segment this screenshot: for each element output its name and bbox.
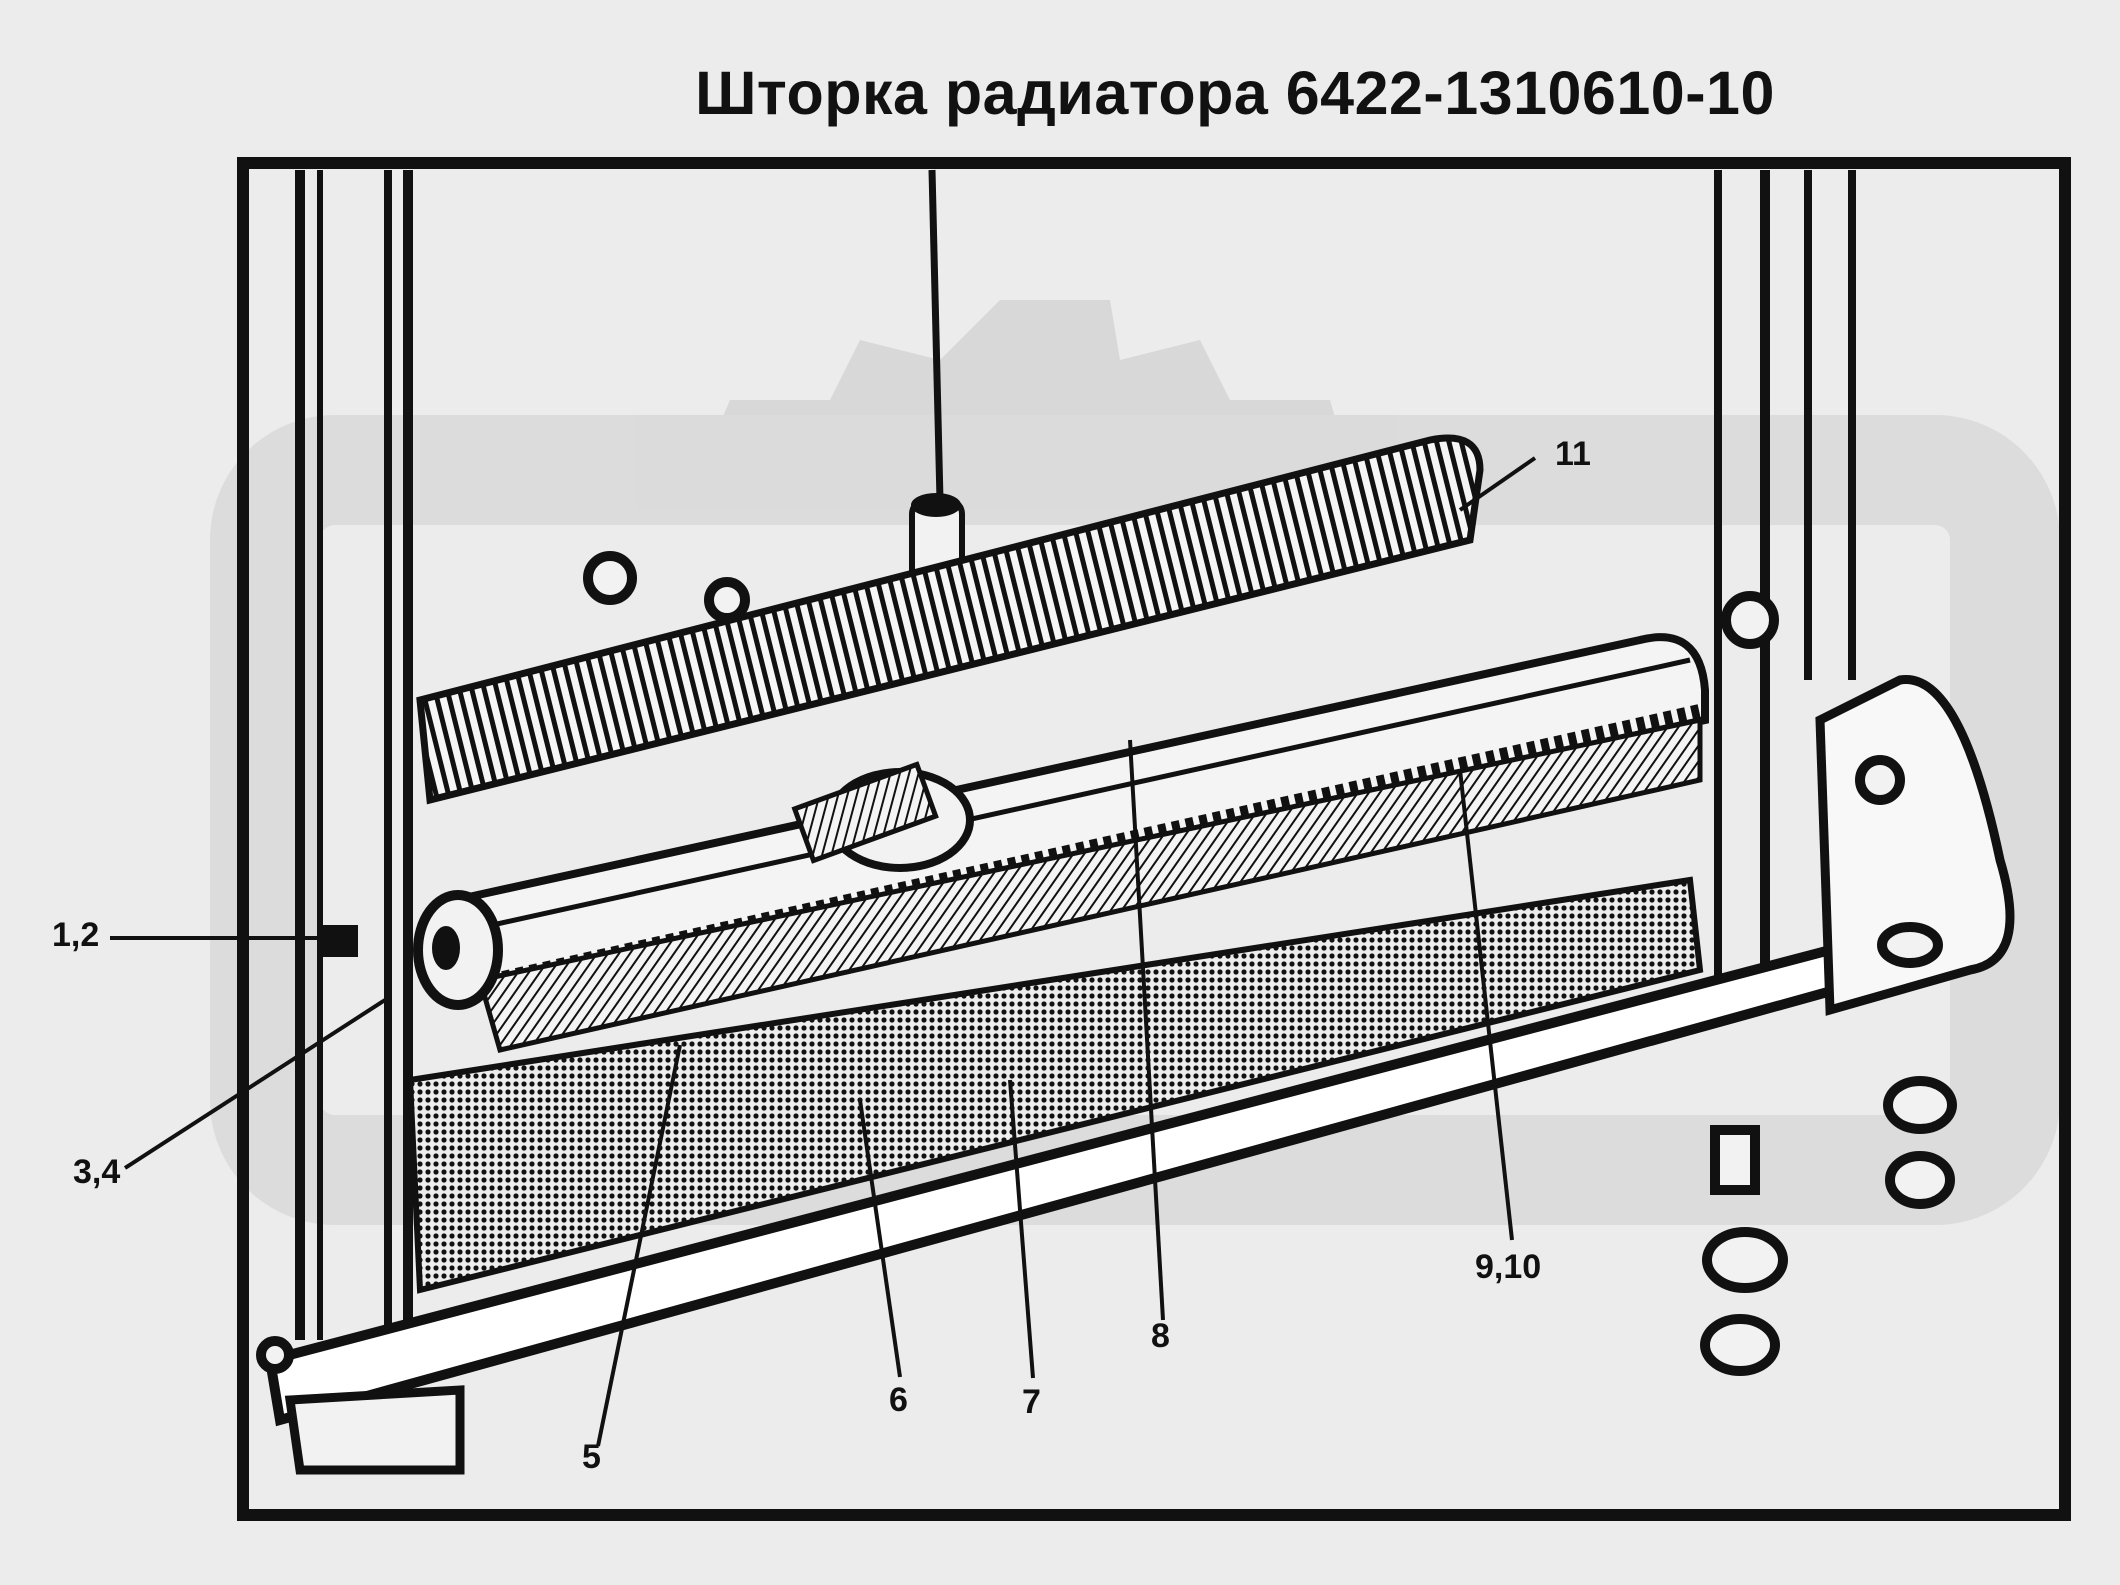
callout-5: 5 <box>582 1438 601 1476</box>
diagram-title: Шторка радиатора 6422-1310610-10 <box>695 59 1775 127</box>
callout-6: 6 <box>889 1381 908 1419</box>
callout-11: 11 <box>1555 435 1591 473</box>
curtain-band <box>476 716 1703 1053</box>
left-frame-post <box>295 170 413 1340</box>
mesh-net <box>406 876 1704 1294</box>
upper-bracket <box>416 434 1484 805</box>
callout-9-10: 9,10 <box>1475 1248 1541 1286</box>
spring <box>791 761 974 872</box>
callout-3-4: 3,4 <box>73 1153 120 1191</box>
bottom-bracket <box>284 1385 465 1475</box>
callout-1-2: 1,2 <box>52 916 99 954</box>
callout-labels: 1,2 3,4 5 6 7 8 9,10 11 <box>52 435 1591 1476</box>
right-frame-post <box>1714 170 1856 1000</box>
bolts-and-nuts <box>256 551 1957 1376</box>
callout-7: 7 <box>1022 1383 1041 1421</box>
end-bushing <box>318 890 503 1010</box>
leader-lines <box>110 456 1537 1447</box>
callout-8: 8 <box>1151 1317 1170 1355</box>
outer-frame <box>237 157 2071 1521</box>
